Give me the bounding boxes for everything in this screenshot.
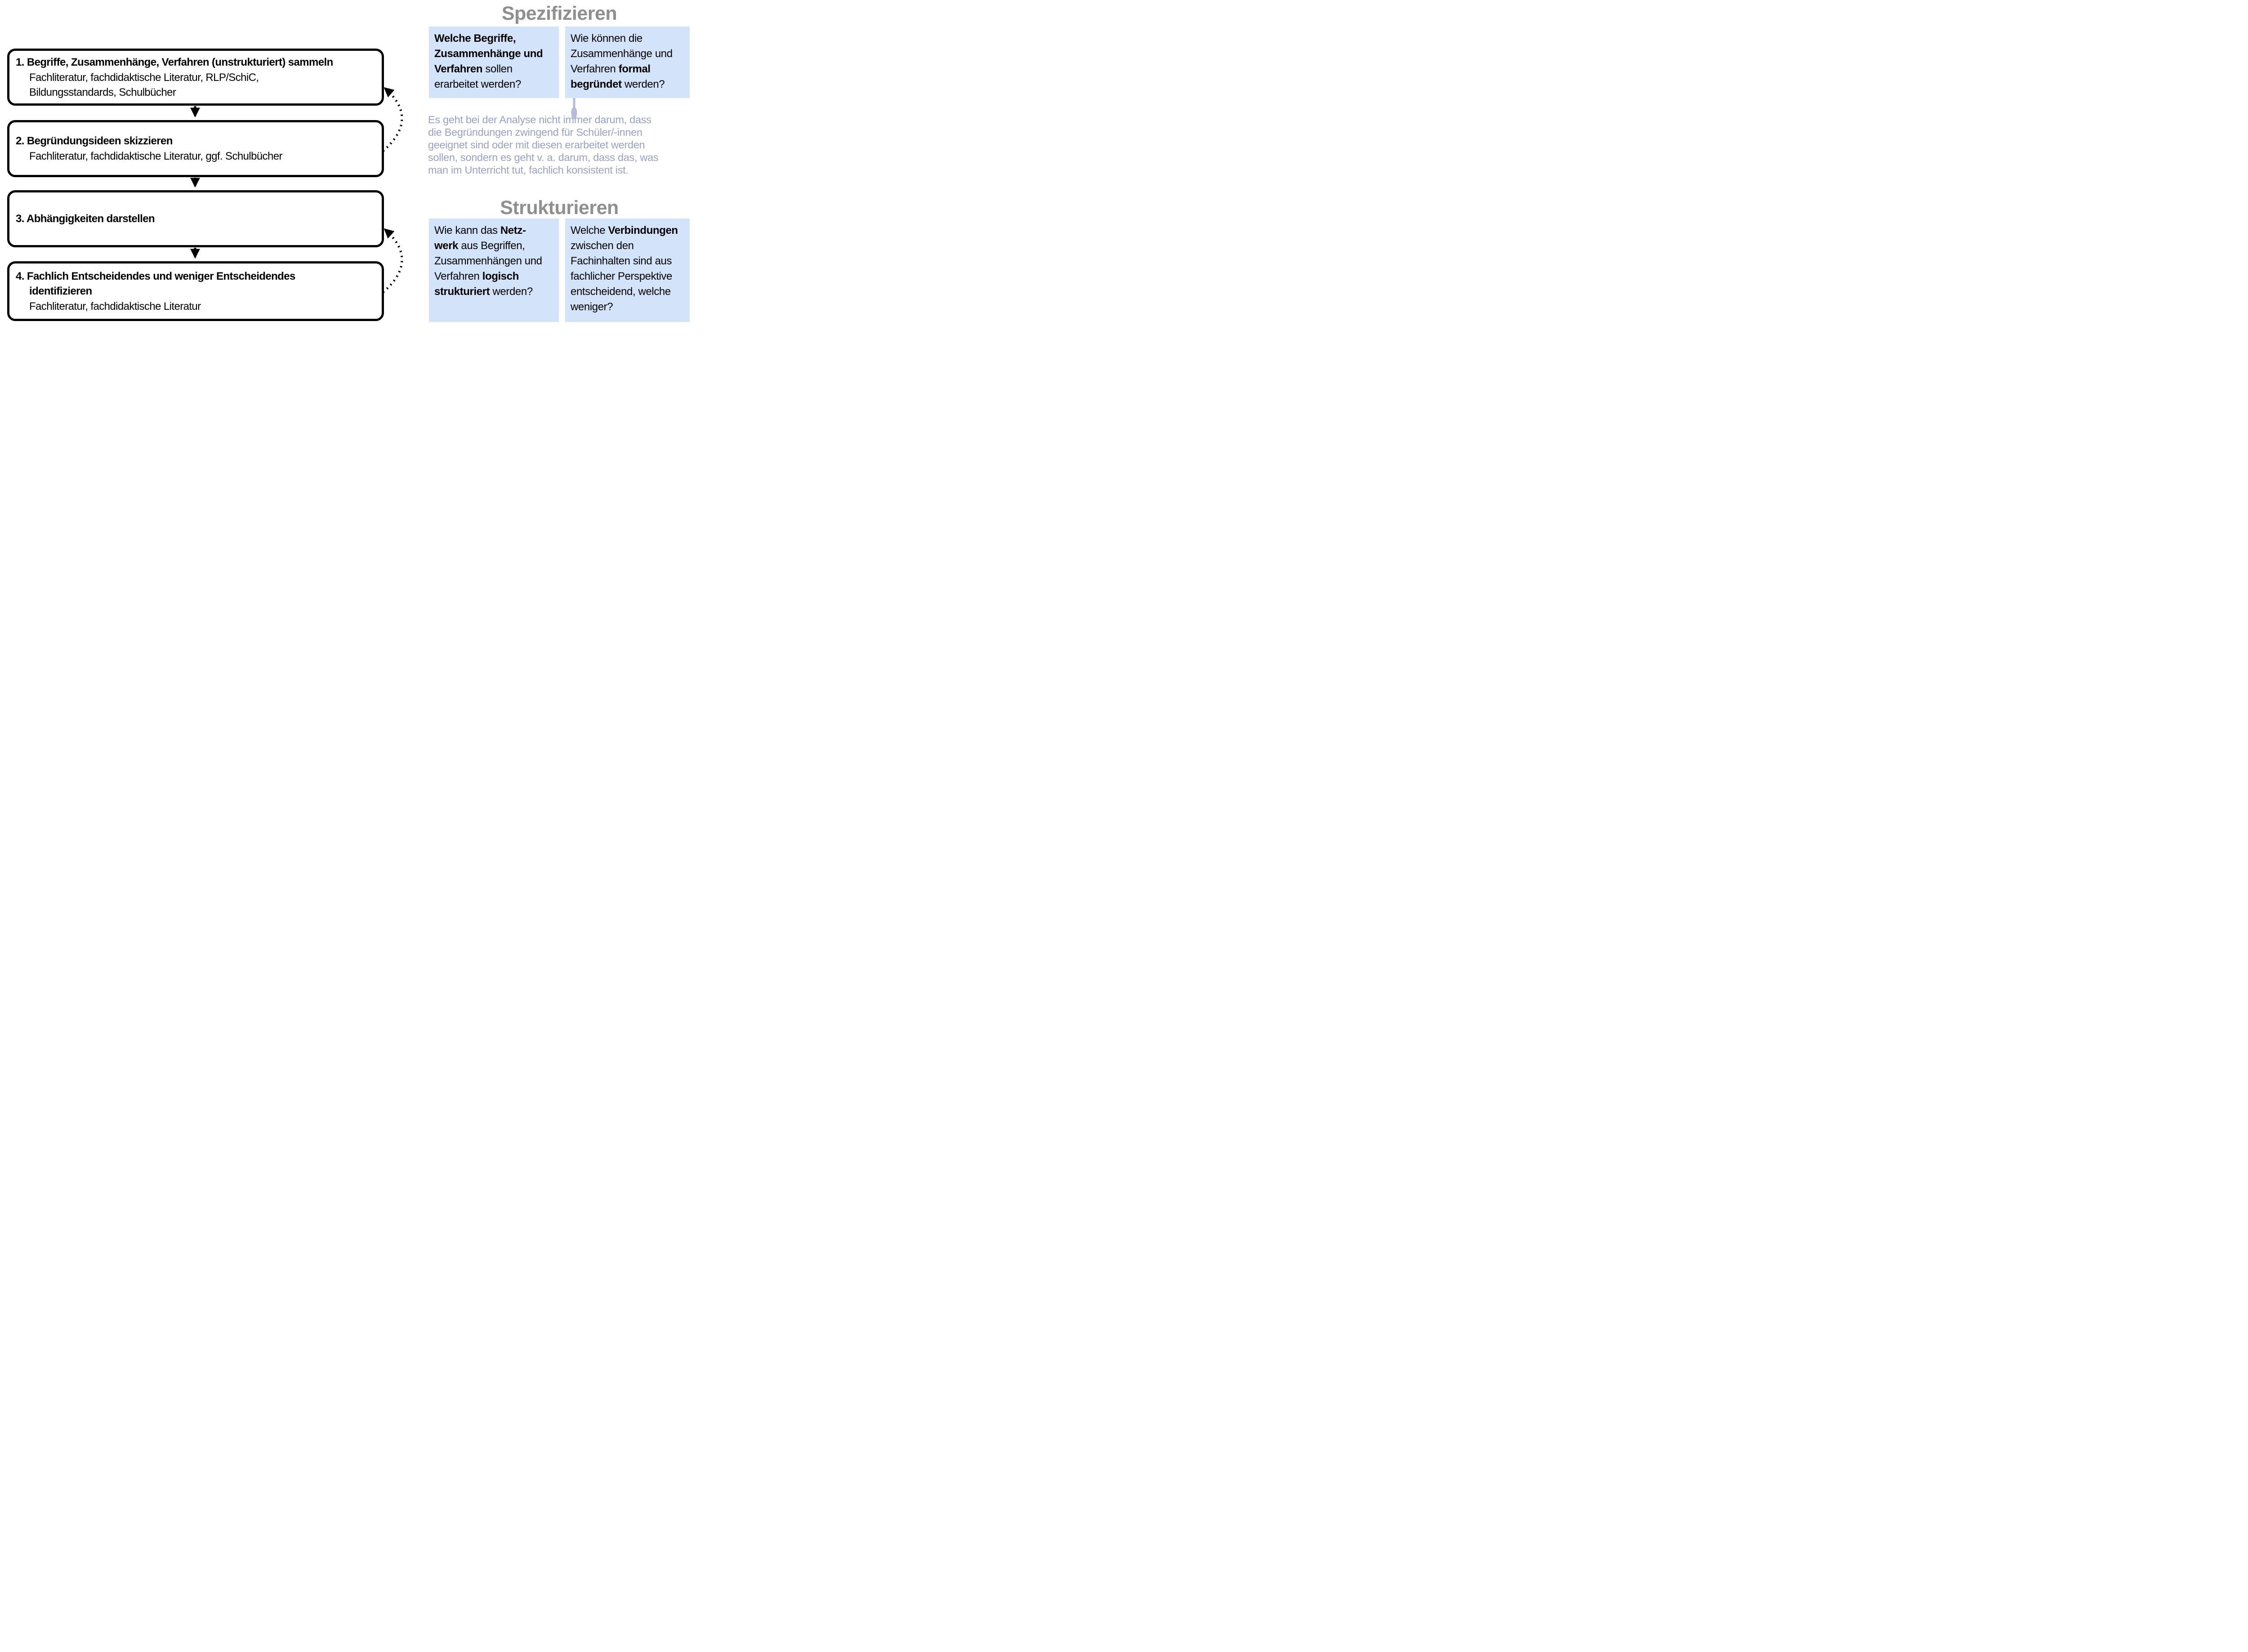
- step-title: 2. Begründungsideen skizzieren: [16, 135, 173, 147]
- step-sources: Fachliteratur, fachdidaktische Literatur…: [29, 71, 259, 98]
- flow-step-box-4: 4. Fachlich Entscheidendes und weniger E…: [7, 261, 384, 321]
- flow-step-box-3: 3. Abhängigkeiten darstellen: [7, 190, 384, 247]
- question-card-strukturieren-left: Wie kann das Netz-werk aus Begriffen,Zus…: [429, 219, 559, 322]
- step-title: 4. Fachlich Entscheidendes und weniger E…: [16, 270, 295, 297]
- flow-step-box-1: 1. Begriffe, Zusammenhänge, Verfahren (u…: [7, 49, 384, 106]
- section-heading-strukturieren: Strukturieren: [500, 197, 619, 219]
- feedback-arc-2-to-1-icon: [382, 87, 403, 152]
- flow-step-box-2: 2. Begründungsideen skizzieren Fachliter…: [7, 120, 384, 177]
- feedback-arc-4-to-3-icon: [382, 228, 403, 293]
- analysis-note-text: Es geht bei der Analyse nicht immer daru…: [428, 114, 659, 176]
- step-sources: Fachliteratur, fachdidaktische Literatur…: [29, 150, 282, 162]
- section-heading-spezifizieren: Spezifizieren: [501, 3, 617, 24]
- step-title: 3. Abhängigkeiten darstellen: [16, 213, 155, 225]
- step-sources: Fachliteratur, fachdidaktische Literatur: [29, 300, 201, 313]
- step-title: 1. Begriffe, Zusammenhänge, Verfahren (u…: [16, 56, 333, 68]
- diagram-canvas: 1. Begriffe, Zusammenhänge, Verfahren (u…: [0, 0, 697, 330]
